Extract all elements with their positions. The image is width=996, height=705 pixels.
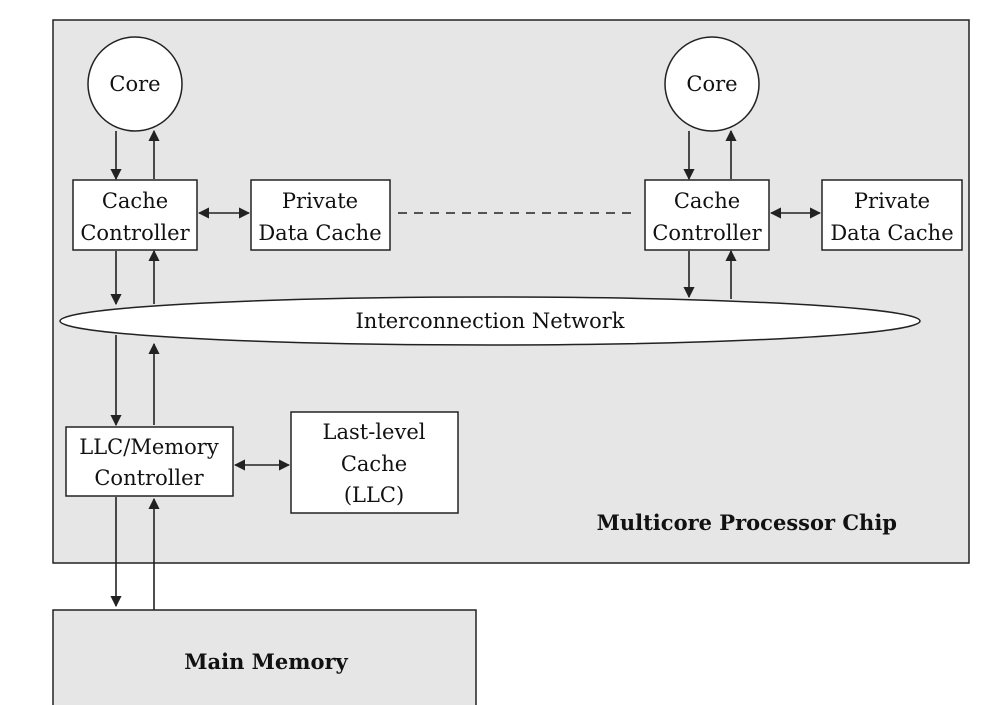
cache-controller-left-line2: Controller <box>80 221 190 245</box>
core-right <box>664 36 760 132</box>
chip-label: Multicore Processor Chip <box>597 510 897 535</box>
llc-memory-controller-line2: Controller <box>94 466 204 490</box>
cache-controller-left-line1: Cache <box>102 189 168 213</box>
core-right-label: Core <box>686 72 737 96</box>
cache-controller-right-line1: Cache <box>674 189 740 213</box>
cache-controller-right <box>644 179 770 251</box>
last-level-cache <box>290 411 459 514</box>
core-left <box>87 36 183 132</box>
interconnection-network-label: Interconnection Network <box>356 309 625 333</box>
cache-controller-right-line2: Controller <box>652 221 762 245</box>
last-level-cache-line3: (LLC) <box>344 483 404 507</box>
main-memory-label: Main Memory <box>184 649 348 674</box>
private-cache-right-line1: Private <box>854 189 930 213</box>
private-cache-left-line1: Private <box>282 189 358 213</box>
last-level-cache-line1: Last-level <box>323 420 426 444</box>
core-left-label: Core <box>109 72 160 96</box>
private-cache-left <box>250 179 391 251</box>
private-cache-right-line2: Data Cache <box>830 221 953 245</box>
last-level-cache-line2: Cache <box>341 452 407 476</box>
interconnection-network <box>59 296 921 346</box>
private-cache-left-line2: Data Cache <box>258 221 381 245</box>
private-cache-right <box>821 179 963 251</box>
llc-memory-controller-line1: LLC/Memory <box>79 435 219 459</box>
cache-controller-left <box>72 179 198 251</box>
llc-memory-controller <box>65 426 234 497</box>
main-memory-box <box>52 609 477 705</box>
